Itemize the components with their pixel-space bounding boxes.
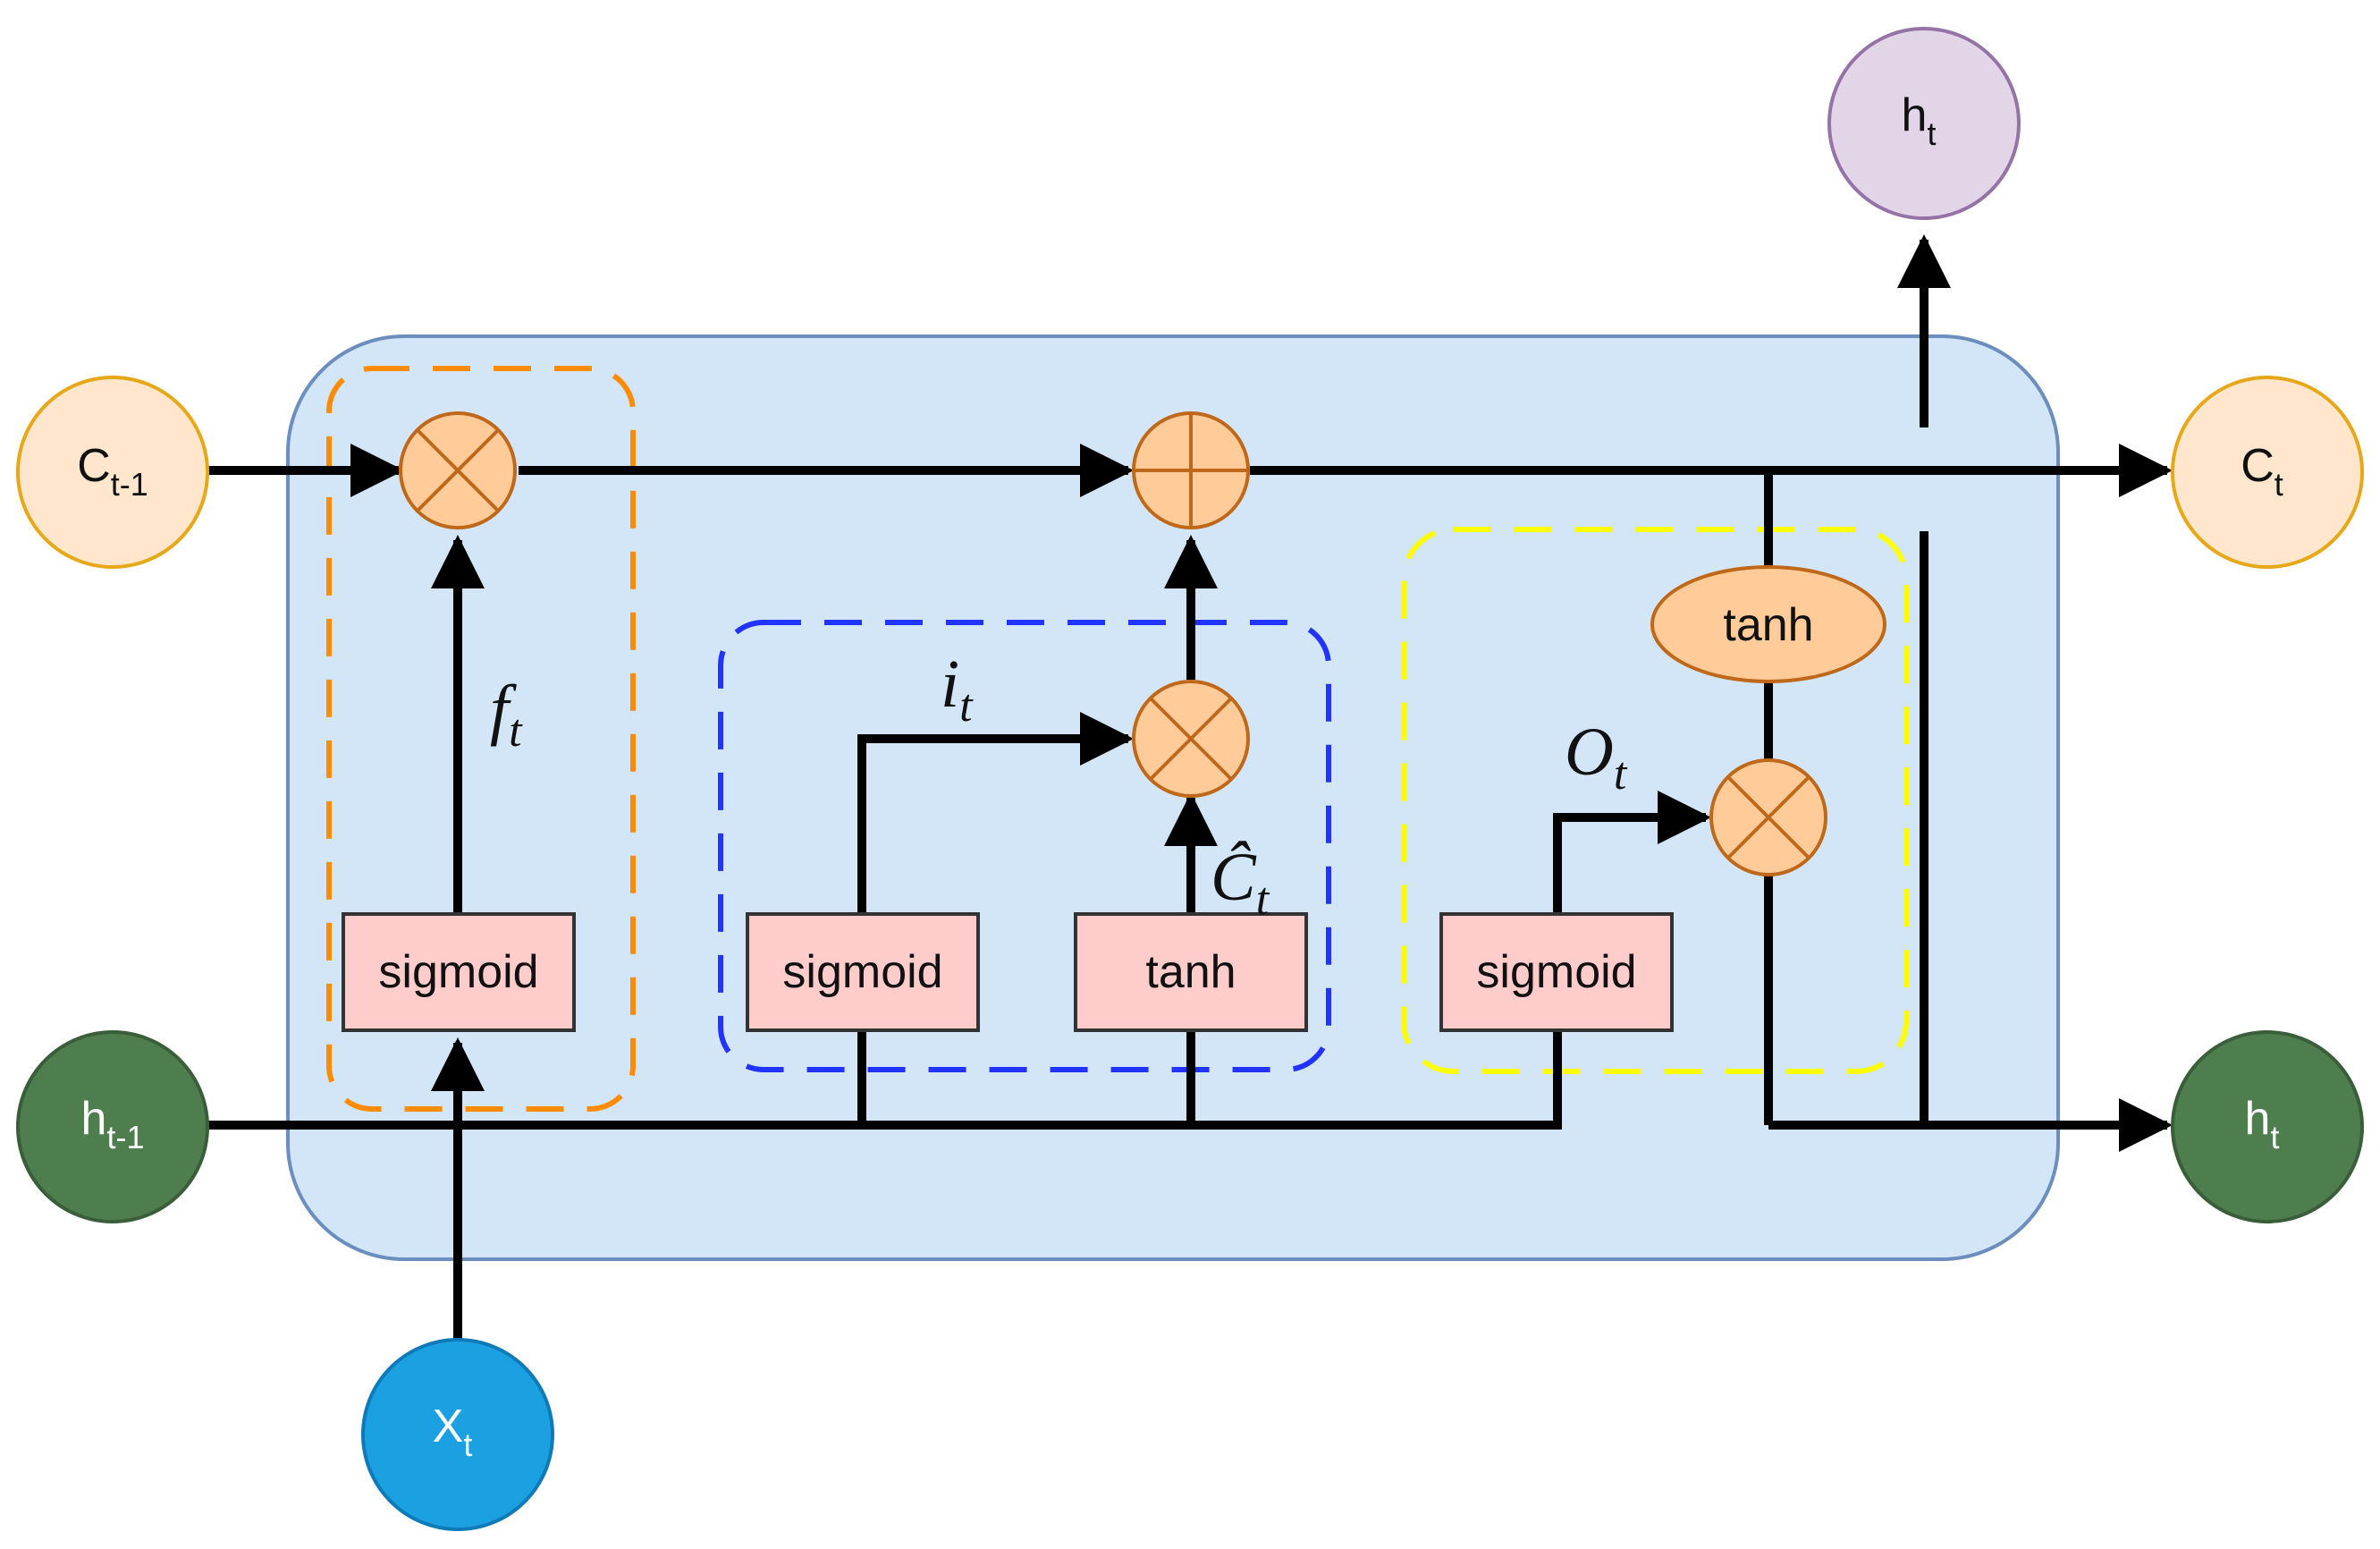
svg-text:Ct-1: Ct-1	[77, 440, 148, 503]
cell-state-out-node: Ct	[2171, 376, 2364, 569]
cell-add-op	[1132, 411, 1250, 529]
hidden-state-out-node: ht	[2171, 1030, 2364, 1223]
input-multiply-op	[1132, 680, 1250, 798]
output-gate-label: Ot	[1565, 715, 1628, 800]
input-sigmoid-box: sigmoid	[746, 912, 980, 1032]
svg-text:tanh: tanh	[1723, 599, 1813, 651]
svg-text:sigmoid: sigmoid	[782, 946, 942, 998]
svg-text:ht: ht	[2245, 1093, 2280, 1155]
prev-cell-state-node: Ct-1	[16, 376, 209, 569]
output-multiply-op	[1709, 758, 1827, 876]
input-gate-group	[718, 620, 1331, 1072]
svg-text:sigmoid: sigmoid	[1476, 946, 1636, 998]
candidate-tanh-box: tanh	[1074, 912, 1308, 1032]
output-sigmoid-box: sigmoid	[1439, 912, 1674, 1032]
forget-sigmoid-box: sigmoid	[342, 912, 576, 1032]
svg-text:ht: ht	[1902, 89, 1937, 152]
svg-text:ht-1: ht-1	[81, 1093, 145, 1155]
svg-text:sigmoid: sigmoid	[378, 946, 538, 998]
candidate-label: Ĉt	[1211, 840, 1270, 925]
forget-gate-group	[326, 366, 636, 1112]
hidden-state-top-node: ht	[1827, 27, 2021, 220]
input-x-node: Xt	[361, 1338, 554, 1531]
forget-multiply-op	[399, 411, 517, 529]
output-gate-line	[1553, 791, 1711, 912]
svg-text:Ct: Ct	[2241, 440, 2283, 503]
svg-text:tanh: tanh	[1145, 946, 1236, 998]
prev-hidden-state-node: ht-1	[16, 1030, 209, 1223]
output-gate-group	[1401, 527, 1909, 1074]
svg-text:Xt: Xt	[433, 1401, 473, 1463]
cell-tanh-ellipse: tanh	[1650, 565, 1886, 683]
input-gate-label: it	[941, 647, 974, 732]
